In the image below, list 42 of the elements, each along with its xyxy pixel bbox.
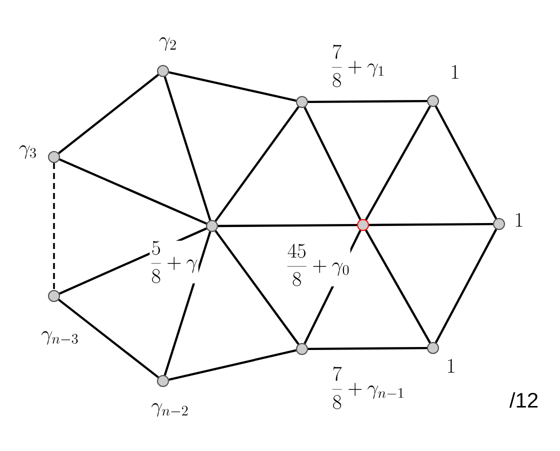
mesh-edge [308,346,428,350]
weight-label: $\gamma_2$ [158,37,178,51]
vertex-dot [206,220,218,232]
mesh-edge [304,106,362,220]
scale-label: /12 [509,392,538,408]
vertex-dot [157,65,169,77]
vertex-dot [493,218,505,230]
vertex-dot [296,96,308,108]
vertex-dot [157,375,169,387]
mesh-edge [164,231,212,376]
mesh-edge [365,106,432,220]
weight-label: $\gamma_{n-2}$ [150,402,190,418]
vertex-dot [427,95,439,107]
vertex-dot [48,290,60,302]
mesh-edge [214,230,300,345]
weight-label: $\frac{7}{8}+\gamma_{n-1}$ [330,366,406,410]
weight-label: $1$ [446,358,456,374]
vertex-dot [357,219,369,231]
vertex-dot [48,151,60,163]
mesh-edge [58,298,159,378]
vertex-dot [427,342,439,354]
mesh-edge [164,76,212,221]
mesh-edge [434,106,498,220]
mesh-edge [59,158,207,225]
weight-label: $\frac{45}{8}+\gamma_0$ [286,244,350,286]
mesh-edge [218,224,358,228]
vertex-dot [296,343,308,355]
weight-label: $\gamma_{n-3}$ [40,330,80,346]
mesh-edge [58,74,159,154]
mesh-edge [368,222,494,226]
mesh-edge [365,230,431,344]
mesh-edge [53,163,55,290]
mesh-edge [308,100,428,104]
mesh-edge [214,106,300,222]
weight-label: $\frac{7}{8}+\gamma_1$ [330,44,386,88]
mesh-edge [168,71,296,102]
mesh-edge [168,349,296,381]
weight-label: $\gamma_3$ [18,145,38,159]
weight-label: $\frac{5}{8}+\gamma$ [150,240,198,284]
weight-label: $1$ [450,64,460,80]
mesh-edge [434,228,498,344]
weight-label: $1$ [514,212,524,228]
